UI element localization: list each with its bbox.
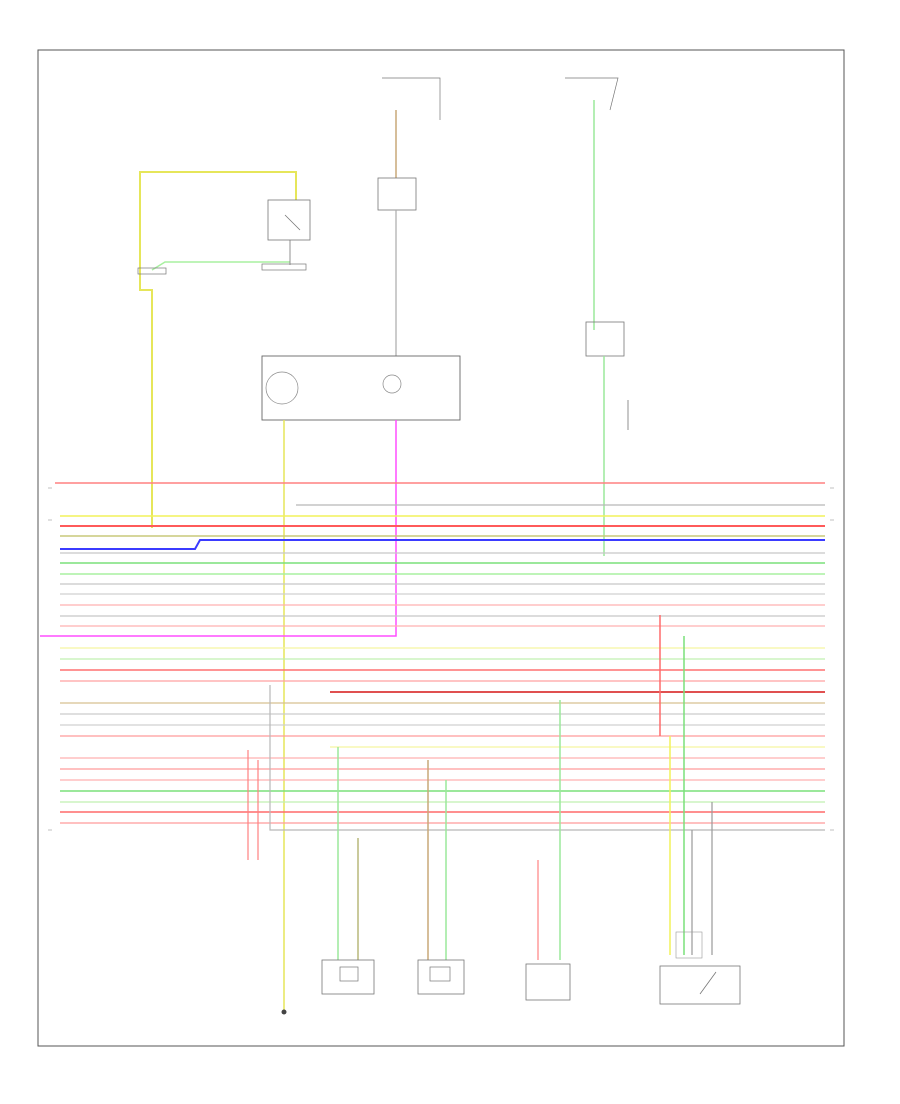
relay-contact (284, 214, 301, 231)
relay-left-wiring (137, 171, 311, 528)
sensor-1-box (321, 959, 375, 995)
diagram-frame (37, 49, 845, 1047)
wire-lightgreen-relay (151, 261, 290, 271)
throttle-connector (675, 931, 703, 959)
right-terminals (830, 487, 834, 831)
ground-symbol (281, 1009, 287, 1015)
fuse-top-2 (565, 77, 619, 111)
brake-switch (585, 321, 625, 357)
ground (281, 1009, 287, 1015)
sensor-2 (417, 959, 465, 995)
drop-wires (247, 615, 713, 960)
fuse-top-1-group (377, 77, 441, 356)
ign-switch (377, 177, 417, 211)
sensor-2-box (417, 959, 465, 995)
sensor-1 (321, 959, 375, 995)
cluster (40, 355, 461, 1010)
throttle-sensor-box (659, 965, 741, 1005)
harness-bus (55, 482, 825, 831)
sensor-3-box (525, 963, 571, 1001)
throttle-sensor (659, 931, 741, 1005)
connector-left (137, 267, 167, 275)
sensor-2-body (429, 966, 451, 982)
wire-yellow-loop (139, 171, 297, 528)
throttle-wiper (699, 971, 717, 995)
bus-gray-bottom (269, 685, 825, 831)
cluster-box (261, 355, 461, 421)
left-terminals (48, 487, 52, 831)
bus-blue (60, 539, 825, 550)
relay-left (267, 199, 311, 241)
fuse-top-2-group (565, 77, 629, 556)
sensor-3 (525, 963, 571, 1001)
gauge-icon-1 (265, 371, 299, 405)
wire-magenta (40, 420, 397, 637)
fuse-top-1 (382, 77, 441, 120)
connector-relay (261, 263, 307, 271)
sensor-1-body (339, 966, 359, 982)
gauge-icon-2 (382, 374, 402, 394)
